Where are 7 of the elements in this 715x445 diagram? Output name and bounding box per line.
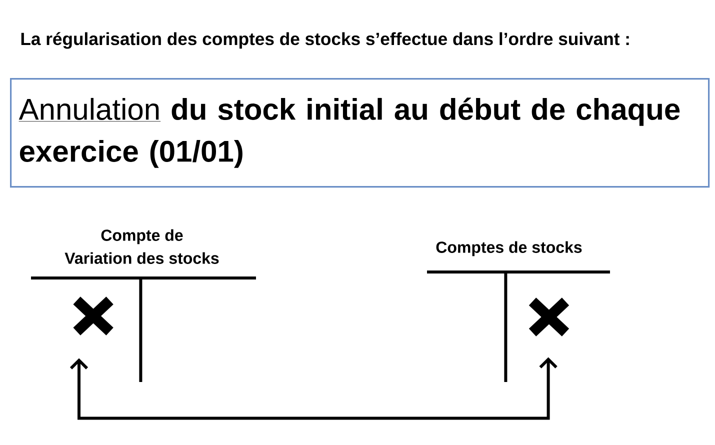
text-box: Annulation du stock initial au début de chaque exercice (01/01) <box>10 78 710 188</box>
cross-mark <box>527 296 571 338</box>
t-account: Comptes de stocks <box>426 241 612 384</box>
cross-mark <box>72 295 116 337</box>
heading: La régularisation des comptes de stocks s’effectue dans l’ordre suivant : <box>21 32 629 49</box>
t-account: Compte de Variation des stocks <box>30 229 258 384</box>
arrow <box>70 357 558 420</box>
